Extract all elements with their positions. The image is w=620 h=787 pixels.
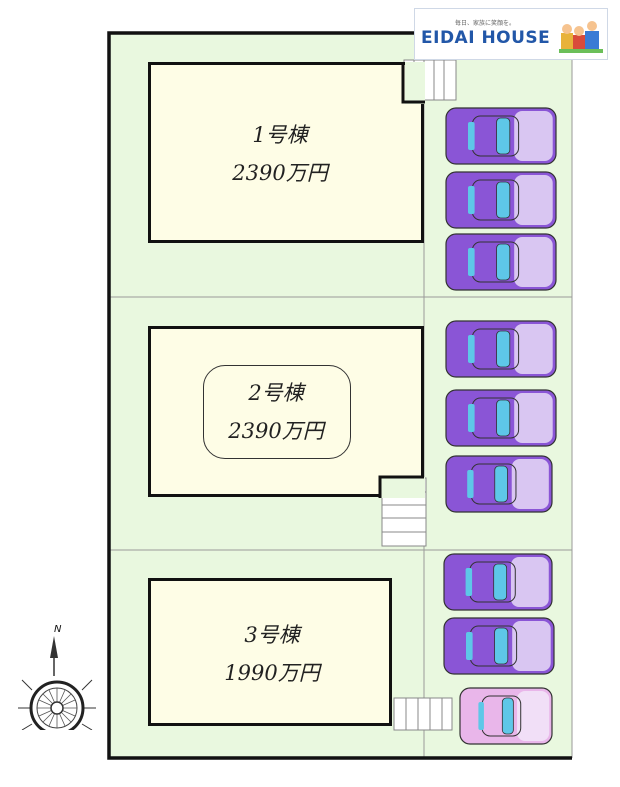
house-3 bbox=[148, 578, 392, 726]
parked-car bbox=[445, 320, 557, 378]
north-arrow bbox=[50, 636, 58, 658]
house-3-price: 1990万円 bbox=[224, 661, 320, 685]
parked-car bbox=[445, 171, 557, 229]
parked-car bbox=[445, 389, 557, 447]
eidai-house-logo: 毎日、家族に笑顔を。 EIDAI HOUSE bbox=[414, 8, 608, 60]
site-boundary bbox=[107, 31, 572, 760]
house-2-label: 2号棟 2390万円 bbox=[186, 374, 366, 450]
house-3-name: 3号棟 bbox=[244, 623, 300, 647]
house-2-price: 2390万円 bbox=[228, 419, 324, 443]
compass-rays bbox=[18, 679, 96, 730]
house-3-label: 3号棟 1990万円 bbox=[182, 616, 362, 692]
parked-car bbox=[445, 455, 553, 513]
house-1 bbox=[148, 62, 424, 243]
parked-car bbox=[445, 233, 557, 291]
family-figures-icon bbox=[559, 21, 603, 53]
compass-rose: N bbox=[18, 624, 96, 730]
house-2-name: 2号棟 bbox=[248, 381, 304, 405]
house-2-price-box bbox=[203, 365, 351, 459]
stairs-lot-3 bbox=[393, 697, 453, 731]
logo-brand-name: EIDAI HOUSE bbox=[421, 28, 551, 48]
house-1-name: 1号棟 bbox=[252, 123, 308, 147]
parked-car bbox=[443, 617, 555, 675]
house-1-price: 2390万円 bbox=[232, 161, 328, 185]
compass-outer-ring bbox=[29, 680, 85, 730]
compass-north-label: N bbox=[54, 624, 62, 635]
parked-car bbox=[459, 687, 553, 745]
parked-car bbox=[445, 107, 557, 165]
logo-tagline: 毎日、家族に笑顔を。 bbox=[455, 20, 516, 27]
house-1-label: 1号棟 2390万円 bbox=[190, 116, 370, 192]
parked-car bbox=[443, 553, 553, 611]
